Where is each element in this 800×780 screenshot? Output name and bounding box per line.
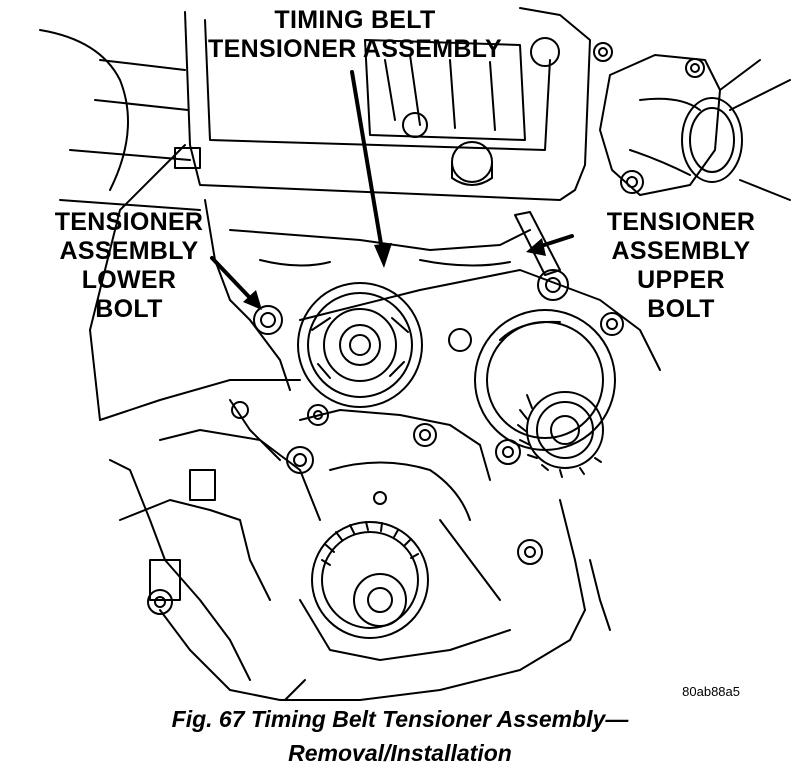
caption-line: Fig. 67 Timing Belt Tensioner Assembly— (171, 706, 629, 732)
callout-line: TIMING BELT (274, 6, 436, 34)
callout-tensioner-assembly-upper-bolt: TENSIONER ASSEMBLY UPPER BOLT (570, 208, 792, 324)
caption-line: Removal/Installation (288, 740, 512, 766)
tensioner-lower-bolt (253, 305, 283, 335)
callout-line: TENSIONER (606, 208, 756, 236)
callout-line: BOLT (647, 295, 715, 323)
callout-line: UPPER (637, 266, 725, 294)
cylinder-head (39, 7, 591, 331)
callout-line: LOWER (81, 266, 177, 294)
callout-line: TENSIONER (54, 208, 204, 236)
camshaft-sprocket (474, 309, 616, 478)
callout-line: BOLT (95, 295, 163, 323)
callout-timing-belt-tensioner-assembly: TIMING BELT TENSIONER ASSEMBLY (185, 6, 525, 64)
crankshaft-sprocket (311, 521, 429, 639)
oil-pump-housing (147, 328, 543, 615)
figure-id: 80ab88a5 (682, 684, 740, 699)
tensioner-pulley (297, 282, 423, 408)
callout-line: TENSIONER ASSEMBLY (208, 35, 502, 63)
callout-line: ASSEMBLY (59, 237, 199, 265)
thermostat-housing (593, 42, 791, 201)
callout-arrows (210, 70, 574, 302)
callout-line: ASSEMBLY (611, 237, 751, 265)
tensioner-upper-bolt (514, 211, 624, 336)
callout-tensioner-assembly-lower-bolt: TENSIONER ASSEMBLY LOWER BOLT (18, 208, 240, 324)
engine-block-face (89, 199, 661, 701)
figure-caption: Fig. 67 Timing Belt Tensioner Assembly— … (70, 702, 730, 770)
